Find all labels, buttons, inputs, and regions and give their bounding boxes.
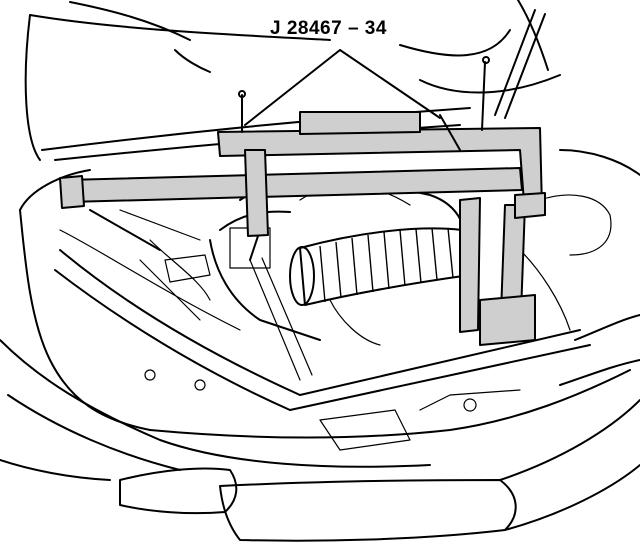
headlight-right xyxy=(219,399,640,542)
fixture-right-brace xyxy=(459,197,481,333)
vehicle-body xyxy=(0,149,640,481)
headlight-left xyxy=(119,467,238,515)
fixture-center-plate xyxy=(299,111,421,135)
air-intake-duct xyxy=(289,227,471,306)
fixture-left-leg xyxy=(244,149,269,237)
hood-strut xyxy=(494,9,546,119)
fixture-mount-bracket xyxy=(479,294,536,346)
tool-callout-label: J 28467 – 34 xyxy=(270,18,387,39)
callout-leaders xyxy=(244,49,441,126)
fixture-crossbar xyxy=(65,167,523,203)
radiator-support xyxy=(54,249,591,451)
fixture-left-foot xyxy=(59,175,85,209)
fixture-right-foot xyxy=(514,192,546,219)
engine-support-fixture xyxy=(59,56,546,346)
